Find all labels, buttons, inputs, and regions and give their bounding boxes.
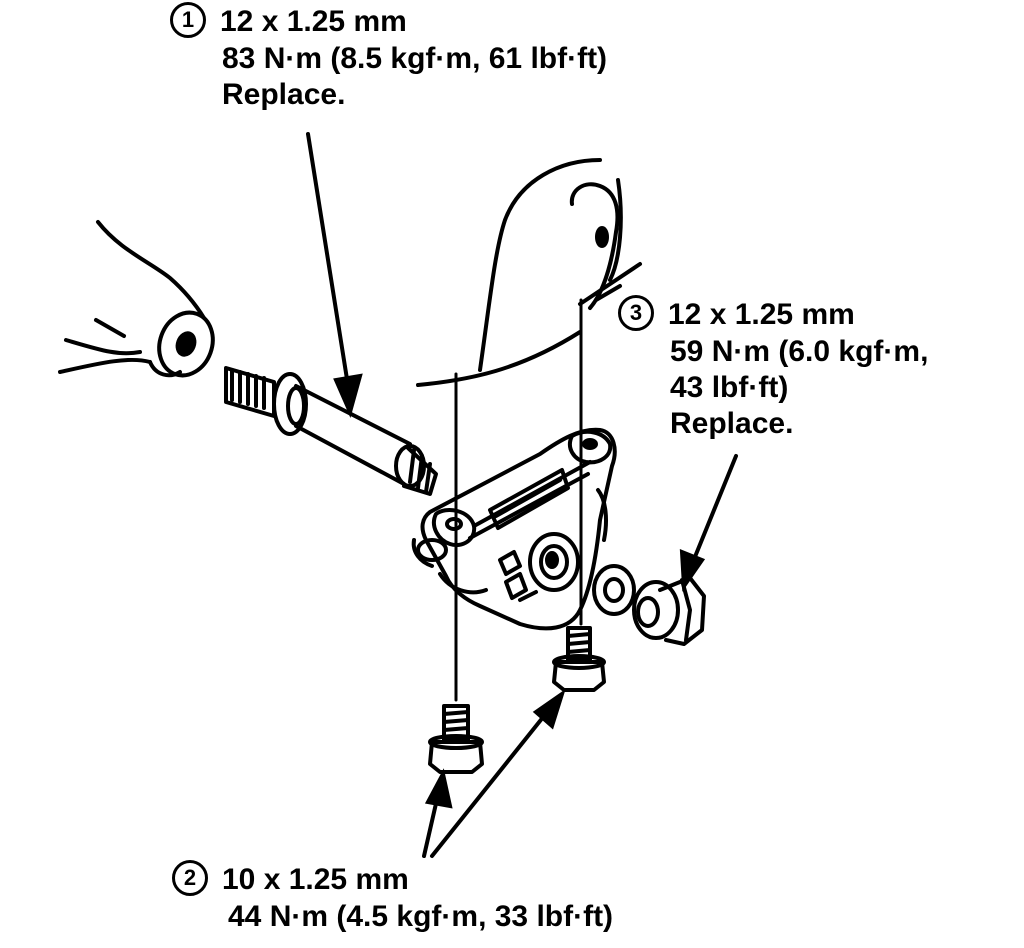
flange-nut (632, 576, 706, 646)
callout-3-note: Replace. (670, 407, 794, 441)
callout-2-torque: 44 N·m (4.5 kgf·m, 33 lbf·ft) (228, 900, 614, 934)
callout-1-size: 12 x 1.25 mm (220, 5, 407, 38)
callout-1: 1 12 x 1.25 mm 83 N·m (8.5 kgf·m, 61 lbf·… (170, 2, 608, 113)
mount-bracket (411, 427, 617, 631)
leader-arrow-3 (679, 454, 738, 592)
callout-1-torque: 83 N·m (8.5 kgf·m, 61 lbf·ft) (222, 42, 608, 76)
callout-number-2: 2 (172, 860, 208, 897)
leader-arrow-1 (306, 132, 363, 418)
callout-number-1: 1 (170, 2, 206, 39)
leader-arrow-2b (430, 689, 566, 858)
lower-bolt-left (428, 704, 484, 774)
callout-number-3: 3 (618, 295, 654, 332)
callout-3-torque-line-1: 59 N·m (6.0 kgf·m, (670, 335, 929, 369)
lower-bolt-right (552, 626, 606, 692)
callout-3: 3 12 x 1.25 mm 59 N·m (6.0 kgf·m, 43 lbf·… (618, 295, 929, 442)
body-bracket (416, 158, 642, 387)
leader-arrow-2a (422, 768, 453, 858)
callout-3-size: 12 x 1.25 mm (668, 298, 855, 331)
callout-1-note: Replace. (222, 78, 346, 112)
washer (592, 564, 636, 616)
callout-2-size: 10 x 1.25 mm (222, 863, 409, 896)
through-bolt (224, 366, 438, 496)
callout-2: 2 10 x 1.25 mm 44 N·m (4.5 kgf·m, 33 lbf·… (172, 860, 614, 935)
control-arm (58, 220, 215, 378)
callout-3-torque-line-2: 43 lbf·ft) (670, 371, 789, 405)
alignment-lines (454, 298, 583, 702)
